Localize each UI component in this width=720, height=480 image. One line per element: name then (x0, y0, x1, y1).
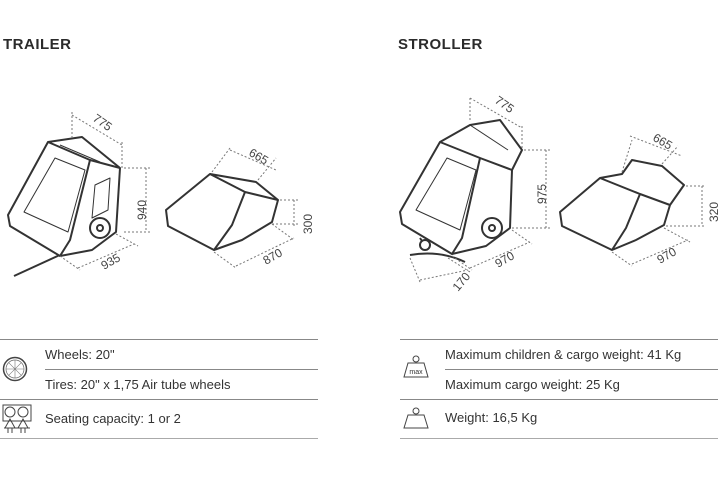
spec-max-children-cargo: Maximum children & cargo weight: 41 Kg (445, 347, 682, 362)
trailer-length-label: 935 (99, 250, 124, 272)
stroller-length-label: 970 (493, 248, 518, 270)
seats-icon (2, 404, 32, 433)
divider (0, 399, 318, 400)
wheel-icon (2, 356, 28, 382)
spec-weight: Weight: 16,5 Kg (445, 410, 538, 425)
trailer-cargo-height-label: 300 (301, 214, 315, 234)
trailer-cargo-drawing (165, 173, 279, 251)
divider (400, 339, 718, 340)
divider (45, 369, 318, 370)
trailer-cargo-depth-label: 665 (247, 145, 272, 167)
stroller-cargo-height-label: 320 (707, 202, 720, 222)
stroller-cargo-drawing (559, 159, 685, 251)
stroller-cargo-depth-label: 665 (651, 130, 676, 152)
stroller-drawing (399, 119, 523, 263)
divider (0, 438, 318, 439)
max-label: max (409, 369, 423, 376)
divider (400, 438, 718, 439)
spec-tires: Tires: 20" x 1,75 Air tube wheels (45, 377, 231, 392)
spec-max-cargo: Maximum cargo weight: 25 Kg (445, 377, 620, 392)
divider (400, 399, 718, 400)
stroller-title: STROLLER (398, 36, 483, 53)
trailer-title: TRAILER (3, 36, 72, 53)
product-drawings: 775 940 935 665 300 870 775 975 970 170 … (7, 93, 720, 294)
stroller-height-label: 975 (535, 184, 549, 204)
trailer-cargo-length-label: 870 (261, 245, 286, 267)
max-weight-icon: max (403, 355, 429, 378)
spec-seating: Seating capacity: 1 or 2 (45, 411, 181, 426)
trailer-drawing (7, 136, 121, 277)
stroller-cargo-length-label: 970 (655, 244, 680, 266)
divider (0, 339, 318, 340)
divider (445, 369, 718, 370)
spec-wheels: Wheels: 20" (45, 347, 115, 362)
trailer-depth-label: 775 (90, 111, 115, 134)
weight-icon (403, 407, 429, 429)
trailer-height-label: 940 (135, 200, 149, 220)
